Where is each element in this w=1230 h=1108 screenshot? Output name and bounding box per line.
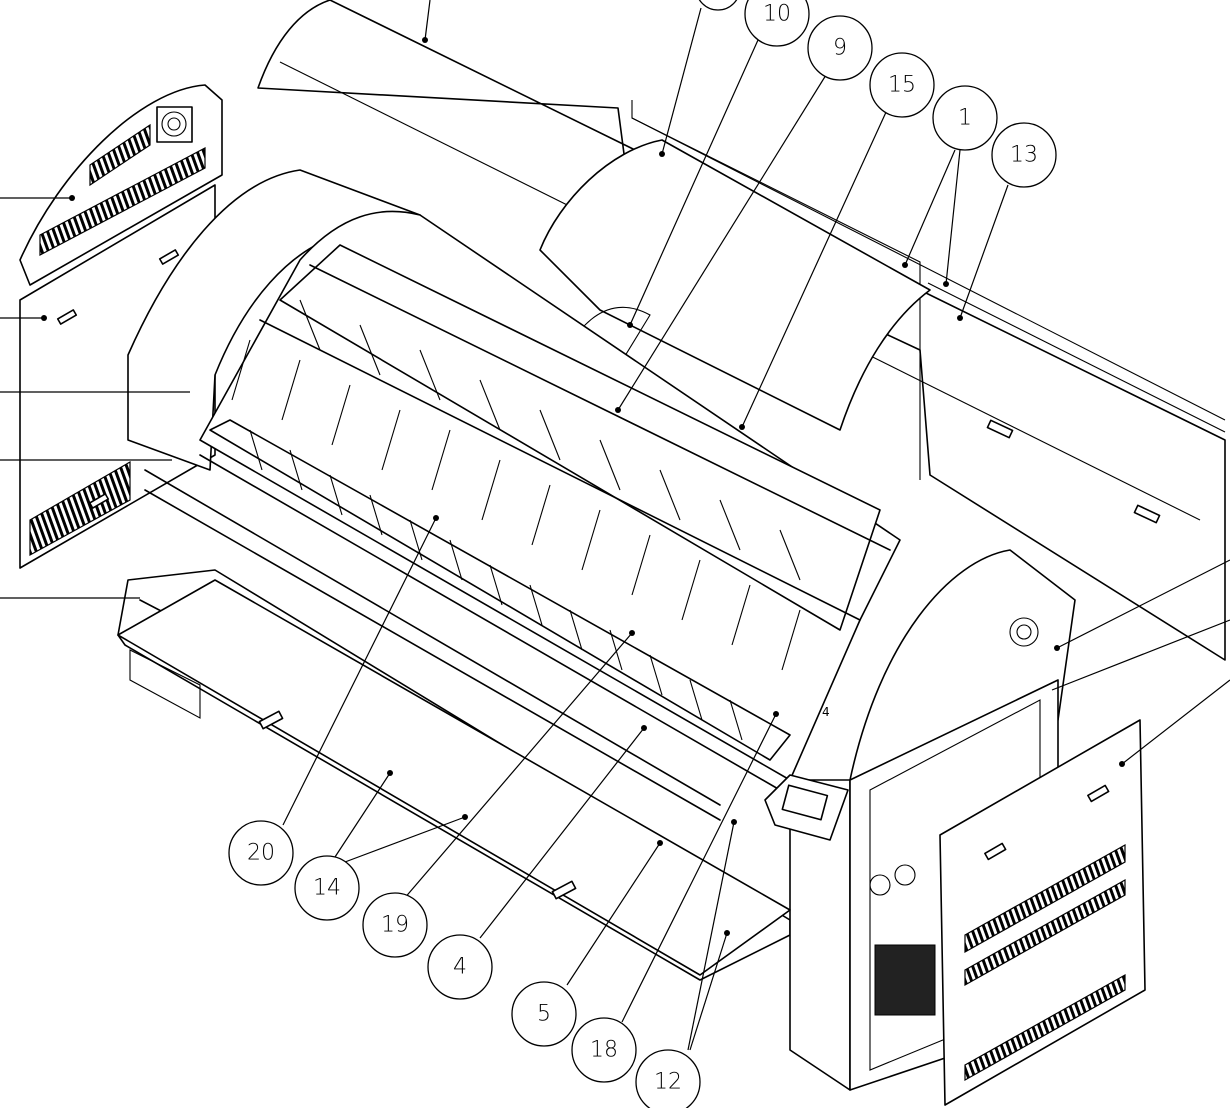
svg-text:14: 14: [313, 876, 341, 901]
callout-10: 10: [744, 0, 810, 47]
panel-mark: 4: [822, 705, 830, 719]
svg-text:4: 4: [453, 955, 467, 980]
callout-4: 4: [427, 934, 493, 1000]
control-panel: [764, 774, 849, 841]
roller-segments: [231, 299, 801, 741]
callout-18: 18: [571, 1017, 637, 1083]
callout-5: 5: [511, 981, 577, 1047]
callout-partial: [698, 0, 738, 11]
svg-text:12: 12: [654, 1070, 682, 1095]
top-cover-panel: [257, 0, 1226, 661]
callout-14: 14: [294, 855, 360, 921]
callout-1: 1: [932, 85, 998, 151]
svg-text:1: 1: [958, 106, 972, 131]
callout-19: 19: [362, 892, 428, 958]
svg-text:19: 19: [381, 913, 409, 938]
svg-text:13: 13: [1010, 143, 1038, 168]
svg-text:20: 20: [247, 841, 275, 866]
leader-lines: [0, 0, 1230, 1051]
callout-15: 15: [869, 52, 935, 118]
leader-dots: [41, 37, 1125, 936]
svg-text:9: 9: [833, 36, 847, 61]
callout-12: 12: [635, 1049, 701, 1108]
left-side-panel-upper: [19, 84, 223, 286]
front-tray: [117, 579, 791, 976]
svg-text:15: 15: [888, 73, 916, 98]
svg-text:5: 5: [537, 1002, 551, 1027]
svg-text:18: 18: [590, 1038, 618, 1063]
callout-9: 9: [807, 15, 873, 81]
svg-text:10: 10: [763, 2, 791, 27]
callout-13: 13: [991, 122, 1057, 188]
right-side-door: [939, 719, 1146, 1106]
callout-20: 20: [228, 820, 294, 886]
